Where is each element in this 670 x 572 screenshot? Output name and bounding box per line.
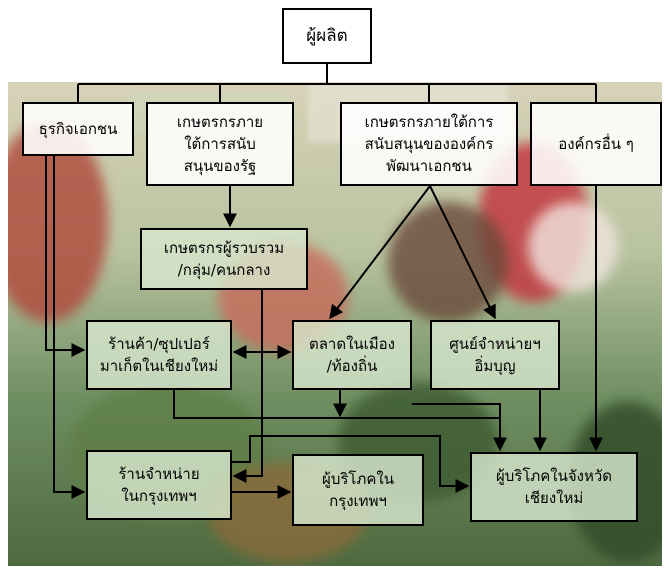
node-gov-farmers: เกษตรกรภาย ใต้การสนับ สนุนของรัฐ [146,102,294,186]
node-private-business: ธุรกิจเอกชน [22,102,134,156]
node-cm-consumers-label: ผู้บริโภคในจังหวัด เชียงใหม่ [495,467,613,507]
node-collectors-label: เกษตรกรผู้รวบรวม /กลุ่ม/คนกลาง [163,239,285,279]
node-imboon-center: ศูนย์จำหน่ายฯ อิ่มบุญ [430,320,560,390]
node-bkk-stores-label: ร้านจำหน่าย ในกรุงเทพฯ [118,465,200,505]
arrow-bkk-stores-to-cm-consumers [232,435,470,493]
node-imboon-center-label: ศูนย์จำหน่ายฯ อิ่มบุญ [449,335,541,375]
node-cm-stores: ร้านค้า/ซุปเปอร์ มาเก็ตในเชียงใหม่ [86,320,232,390]
node-bkk-consumers: ผู้บริโภคใน กรุงเทพฯ [292,454,424,526]
arrow-private-to-cm-stores [45,156,86,357]
arrow-private-to-bkk-stores [53,156,86,499]
node-local-market-label: ตลาดในเมือง /ท้องถิ่น [308,335,396,375]
node-producer: ผู้ผลิต [282,8,372,64]
node-collectors: เกษตรกรผู้รวบรวม /กลุ่ม/คนกลาง [140,228,308,290]
node-private-business-label: ธุรกิจเอกชน [38,120,118,138]
node-bkk-consumers-label: ผู้บริโภคใน กรุงเทพฯ [322,470,394,510]
node-producer-label: ผู้ผลิต [306,26,348,46]
node-cm-consumers: ผู้บริโภคในจังหวัด เชียงใหม่ [470,452,638,522]
node-ngo-farmers-label: เกษตรกรภายใต้การ สนับสนุนขององค์กร พัฒนา… [364,113,494,175]
node-other-orgs-label: องค์กรอื่น ๆ [558,135,634,153]
arrow-ngo-to-imboon [429,185,496,320]
node-other-orgs: องค์กรอื่น ๆ [530,102,662,186]
node-bkk-stores: ร้านจำหน่าย ในกรุงเทพฯ [86,450,232,520]
arrow-collectors-to-bkk-stores [232,290,263,483]
node-gov-farmers-label: เกษตรกรภาย ใต้การสนับ สนุนของรัฐ [176,113,264,175]
node-cm-stores-label: ร้านค้า/ซุปเปอร์ มาเก็ตในเชียงใหม่ [99,335,219,375]
line-cm-stores-to-cm-consumers [173,390,500,419]
node-local-market: ตลาดในเมือง /ท้องถิ่น [292,320,412,390]
arrow-ngo-to-local-market [329,185,431,320]
arrow-local-to-cm-consumers [412,403,507,452]
node-ngo-farmers: เกษตรกรภายใต้การ สนับสนุนขององค์กร พัฒนา… [340,102,518,186]
